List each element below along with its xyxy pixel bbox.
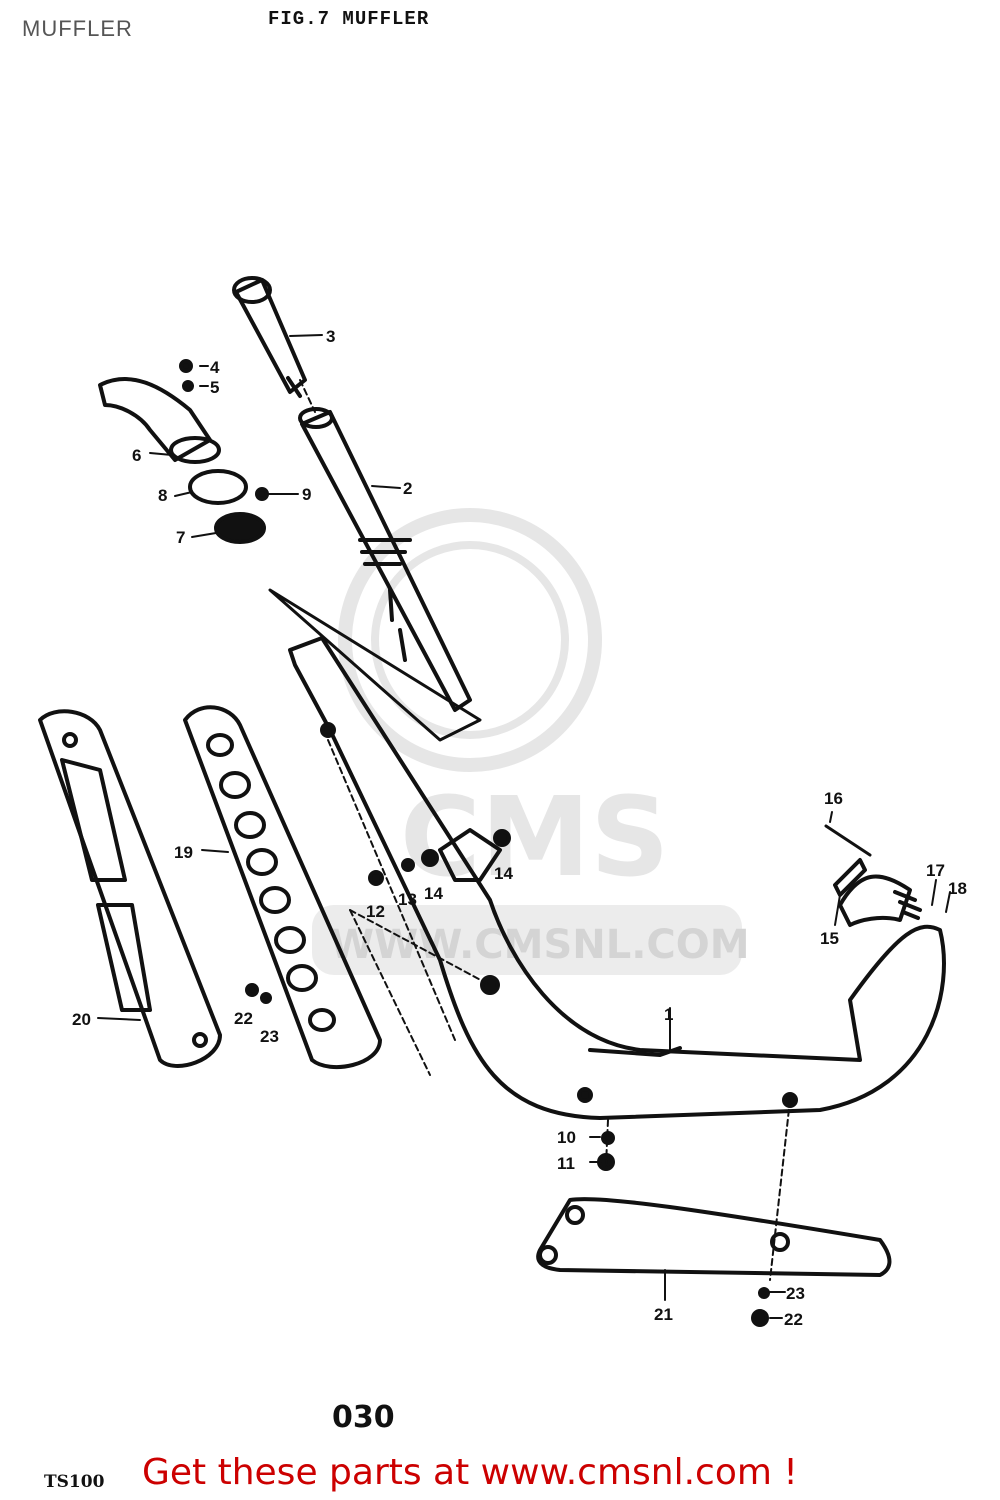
part-16-bolt <box>824 824 872 857</box>
part-14-rubber-b <box>493 829 511 847</box>
part-label-22b: 22 <box>784 1310 803 1329</box>
part-label-23a: 23 <box>260 1027 279 1046</box>
part-label-22a: 22 <box>234 1009 253 1028</box>
parts-shop-link[interactable]: Get these parts at www.cmsnl.com ! <box>142 1452 798 1493</box>
part-label-20: 20 <box>72 1010 91 1029</box>
part-label-6: 6 <box>132 446 141 465</box>
part-21-lower-shield <box>536 1197 892 1277</box>
part-15-spring <box>833 858 867 897</box>
part-label-2: 2 <box>403 479 412 498</box>
part-14-rubber-a <box>421 849 439 867</box>
part-17-flange <box>838 874 922 927</box>
part-label-10: 10 <box>557 1128 576 1147</box>
figure-title: FIG.7 MUFFLER <box>268 8 430 30</box>
part-label-7: 7 <box>176 528 185 547</box>
part-label-17: 17 <box>926 861 945 880</box>
part-22-nut-lower <box>751 1309 769 1327</box>
part-6-elbow-pipe <box>98 377 221 464</box>
part-label-15: 15 <box>820 929 839 948</box>
part-label-4: 4 <box>210 358 220 377</box>
part-label-13: 13 <box>398 890 417 909</box>
cmsnl-watermark: CMS WWW.CMSNL.COM <box>312 508 750 975</box>
part-23-washer-lower <box>758 1287 770 1299</box>
part-label-11: 11 <box>557 1154 575 1173</box>
page-number: 030 <box>332 1400 395 1435</box>
part-7-gasket <box>214 512 266 544</box>
mount-bracket <box>438 828 502 882</box>
part-4-nut <box>179 359 193 373</box>
part-label-5: 5 <box>210 378 219 397</box>
assembly-lines <box>299 379 791 1281</box>
page-label: MUFFLER <box>22 16 133 41</box>
model-code: TS100 <box>44 1472 105 1492</box>
part-5-washer <box>182 380 194 392</box>
leader-lines <box>97 334 951 1319</box>
part-label-8: 8 <box>158 486 167 505</box>
part-label-9: 9 <box>302 485 311 504</box>
part-label-14b: 14 <box>494 864 513 883</box>
part-label-14a: 14 <box>424 884 443 903</box>
part-2-baffle-pipe <box>298 407 472 712</box>
part-19-guard <box>183 705 382 1070</box>
part-3-tail-pipe <box>232 276 307 398</box>
watermark-url: WWW.CMSNL.COM <box>330 922 750 968</box>
part-1-muffler <box>288 636 946 1120</box>
heat-shield-outline <box>268 588 482 742</box>
part-label-3: 3 <box>326 327 335 346</box>
part-label-19: 19 <box>174 843 193 862</box>
part-label-12: 12 <box>366 902 385 921</box>
part-13-washer <box>401 858 415 872</box>
part-23-washer-upper <box>260 992 272 1004</box>
part-8-clamp <box>188 469 248 505</box>
part-label-1: 1 <box>664 1005 673 1024</box>
part-label-16: 16 <box>824 789 843 808</box>
part-9-bolt <box>255 487 269 501</box>
part-20-heat-guard <box>38 709 222 1068</box>
watermark-brand: CMS <box>400 773 669 901</box>
part-12-nut <box>368 870 384 886</box>
part-label-23b: 23 <box>786 1284 805 1303</box>
part-22-nut-upper <box>245 983 259 997</box>
part-labels: 1 2 3 4 5 6 7 8 9 10 11 12 13 14 14 15 1… <box>72 327 967 1329</box>
part-label-21: 21 <box>654 1305 673 1324</box>
part-label-18: 18 <box>948 879 967 898</box>
